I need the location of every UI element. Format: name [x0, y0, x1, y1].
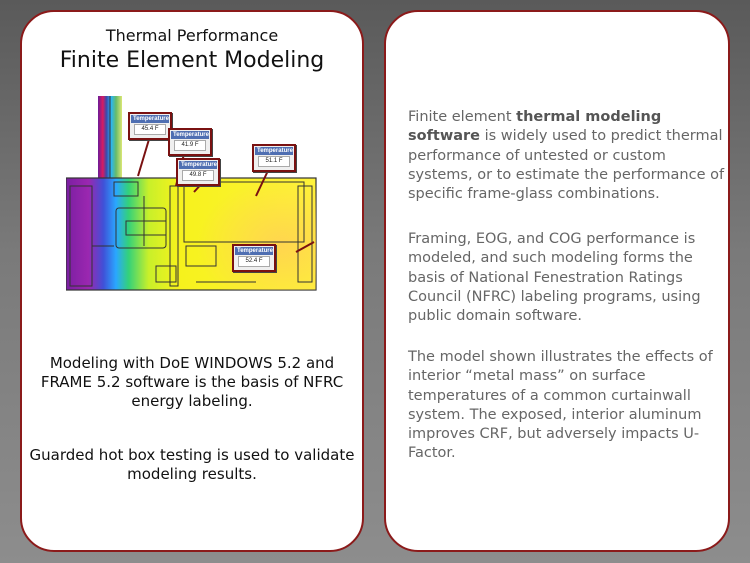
thermal-gradient-image — [65, 96, 317, 291]
right-card: Finite element thermal modeling software… — [384, 10, 730, 552]
modeling-paragraph: Modeling with DoE WINDOWS 5.2 and FRAME … — [40, 354, 344, 410]
left-card: Thermal Performance Finite Element Model… — [20, 10, 364, 552]
temperature-label: Temperature 49.8 F — [176, 158, 220, 186]
description-paragraph-2: Framing, EOG, and COG performance is mod… — [408, 231, 701, 325]
description-paragraph-3: The model shown illustrates the effects … — [408, 349, 713, 462]
temperature-label: Temperature 45.4 F — [128, 112, 172, 140]
hot-box-paragraph: Guarded hot box testing is used to valid… — [29, 446, 355, 483]
temperature-label: Temperature 52.4 F — [232, 244, 276, 272]
page-title: Finite Element Modeling — [59, 48, 325, 73]
temperature-label: Temperature 51.1 F — [252, 144, 296, 172]
subtitle: Thermal Performance — [105, 26, 279, 45]
thermal-model-figure: Temperature 45.4 F Temperature 41.9 F Te… — [65, 96, 326, 296]
temperature-label: Temperature 41.9 F — [168, 128, 212, 156]
description-paragraph-1: Finite element thermal modeling software… — [408, 109, 725, 203]
